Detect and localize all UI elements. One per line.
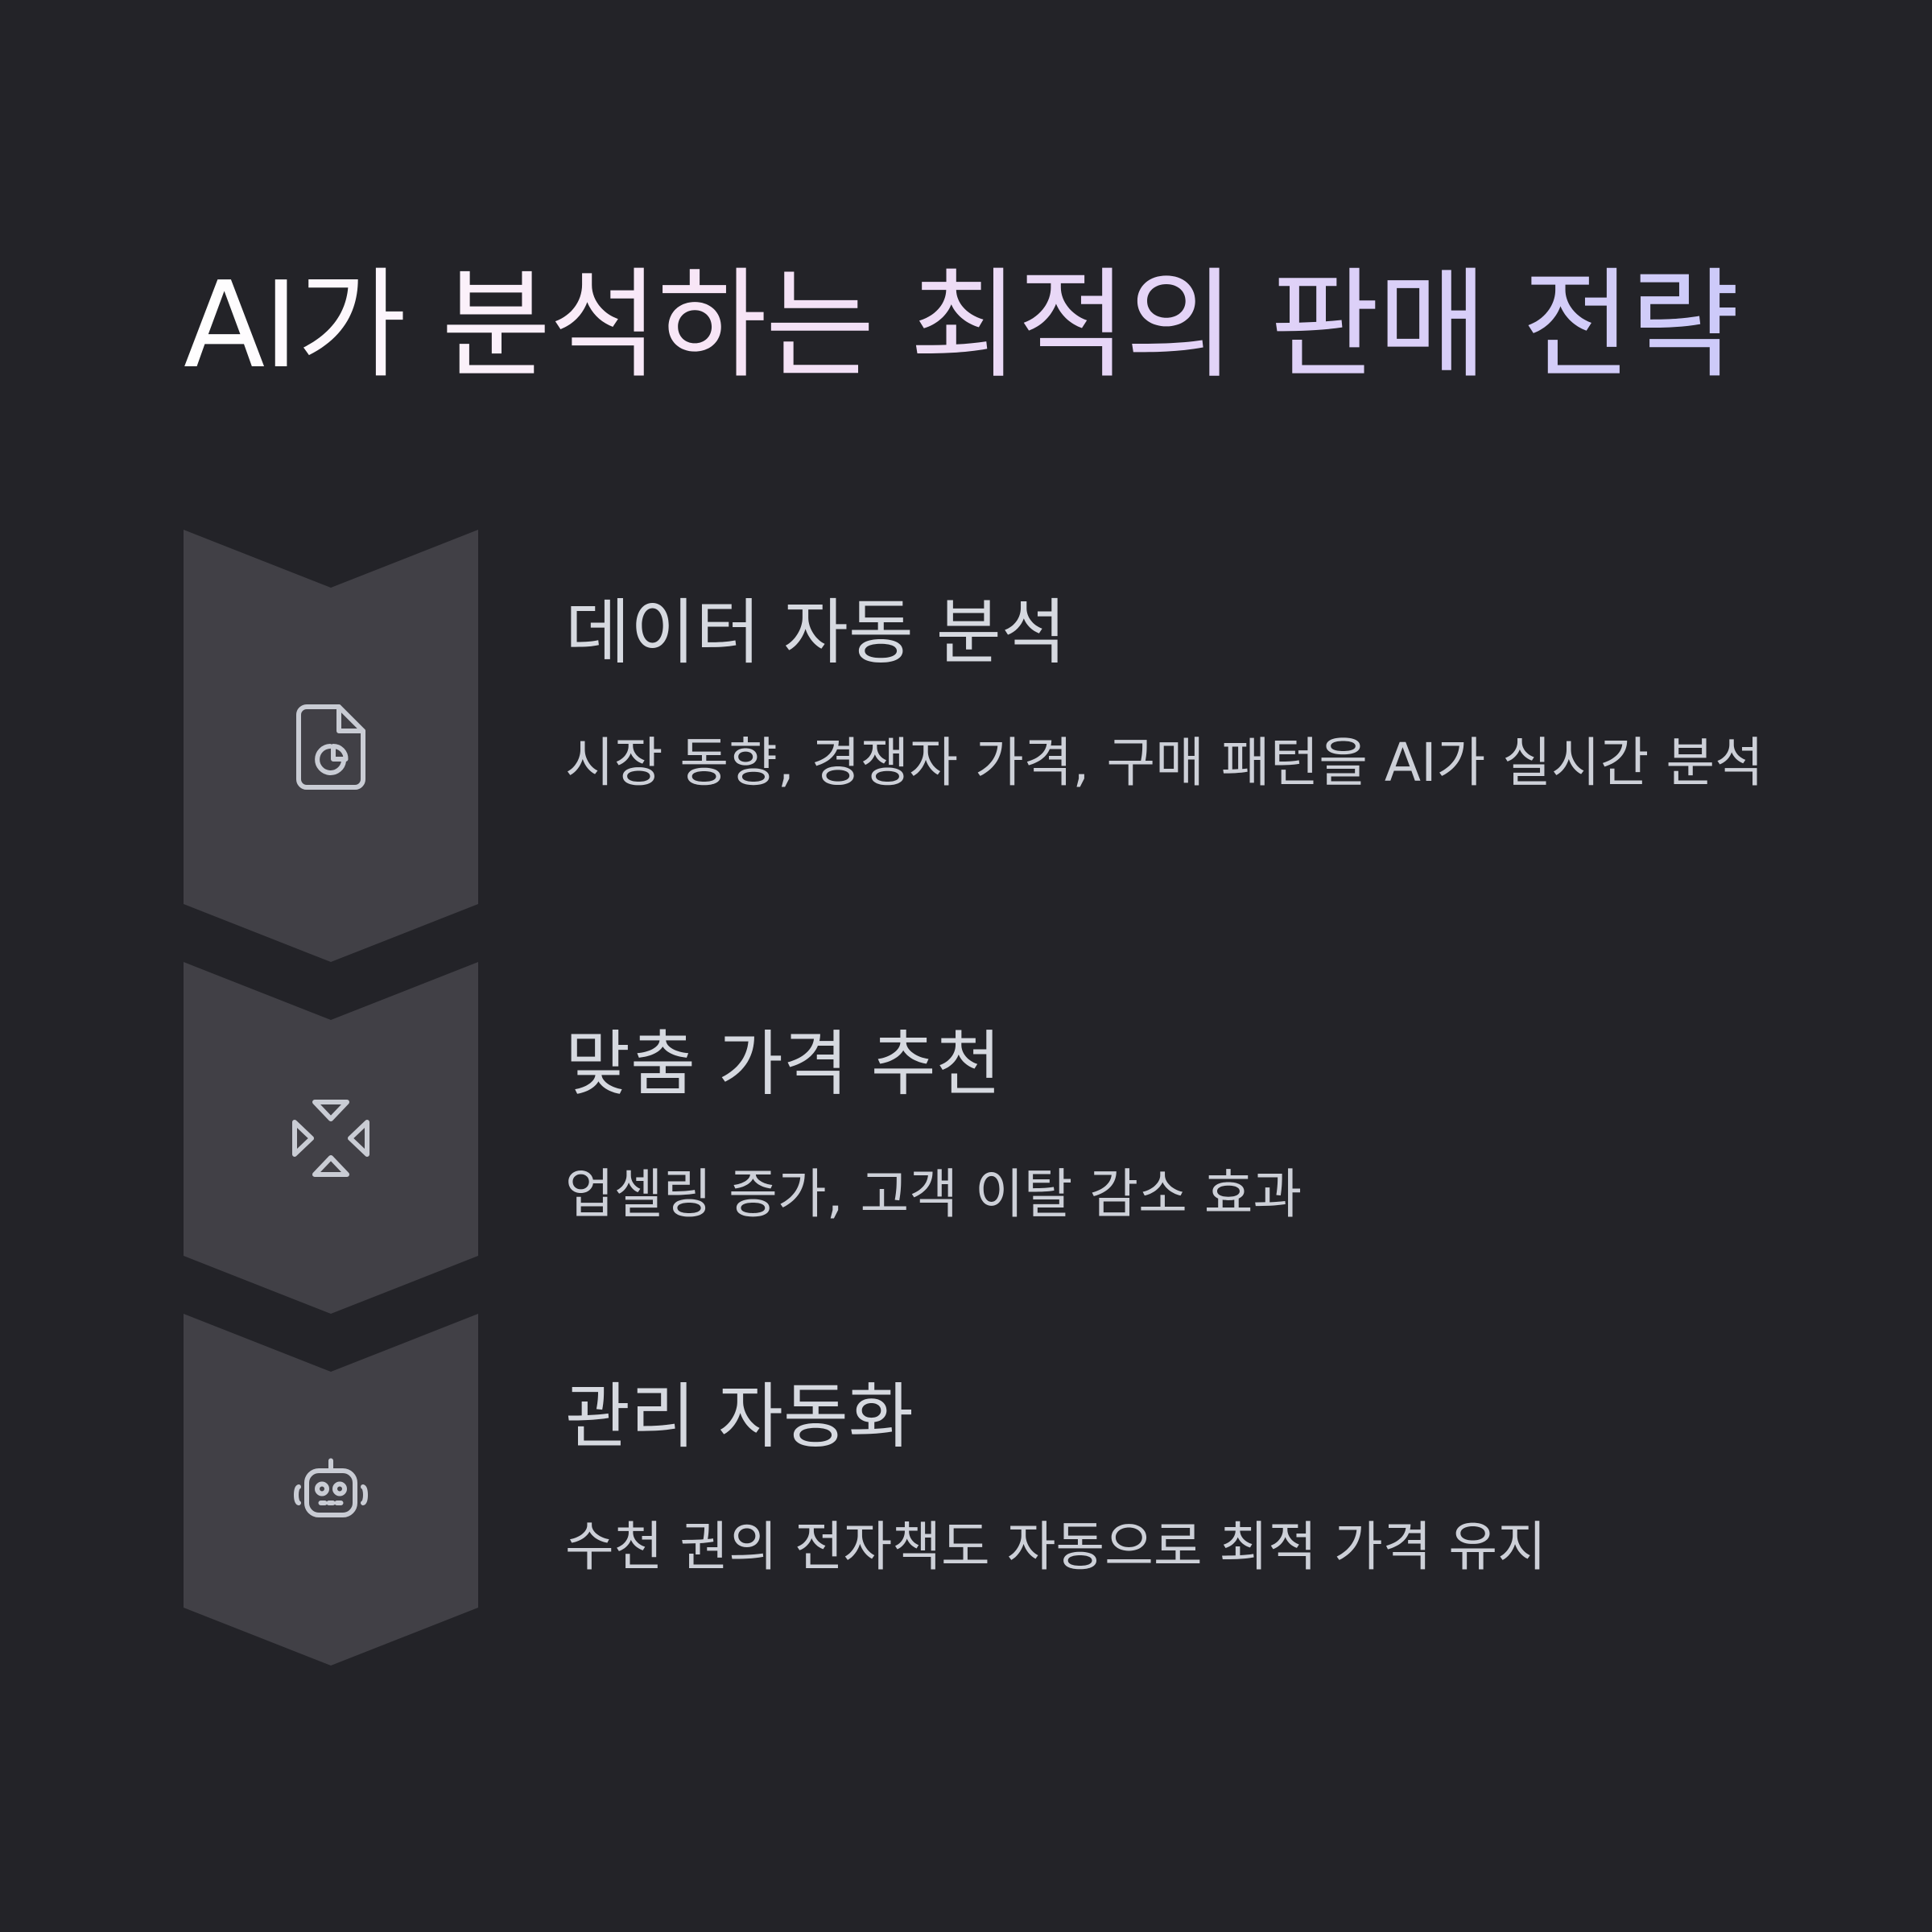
step-1-description: 시장 동향, 경쟁자 가격, 구매 패턴을 AI가 실시간 분석 (565, 732, 1764, 794)
step-3-title: 관리 자동화 (565, 1375, 914, 1458)
step-2-description: 업셀링 증가, 고객 이탈 감소 효과 (565, 1163, 1302, 1225)
page-title: AI가 분석하는 최적의 판매 전략 (184, 256, 1740, 394)
document-chart-icon (275, 691, 387, 803)
step-2-chevron (184, 962, 478, 1314)
step-3-description: 수천 권의 전자책도 자동으로 최적 가격 유지 (565, 1516, 1546, 1578)
step-1-title: 데이터 자동 분석 (565, 591, 1067, 674)
robot-icon (275, 1435, 387, 1547)
arrows-converge-icon (275, 1082, 387, 1195)
step-2-title: 맞춤 가격 추천 (565, 1022, 1001, 1105)
step-3-chevron (184, 1314, 478, 1666)
